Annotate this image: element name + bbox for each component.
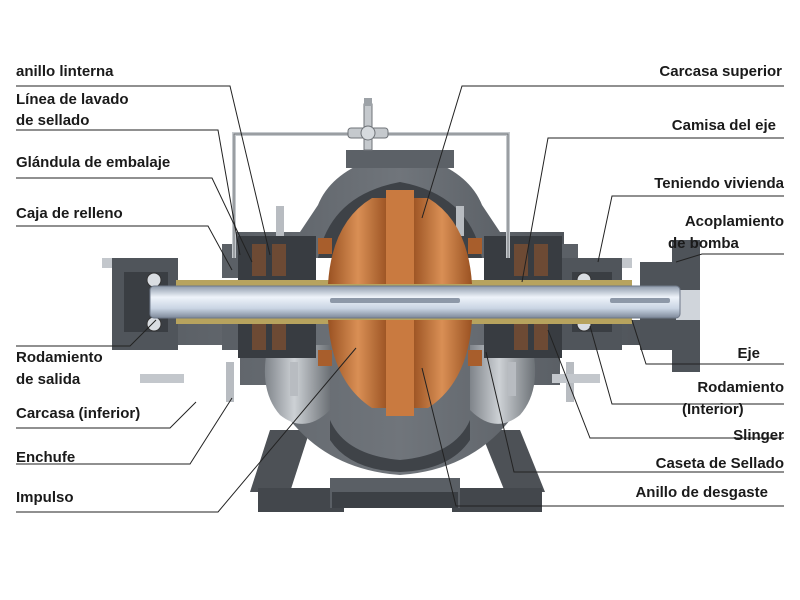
label-carcasa-superior: Carcasa superior [659,63,782,80]
leader-lines [16,85,784,513]
leader-slinger [547,329,784,439]
label-glandula: Glándula de embalaje [16,154,170,171]
leader-eje [631,319,784,365]
leader-rodamiento-interior [589,325,784,405]
label-rodamiento-salida-line2: de salida [16,371,81,388]
label-acoplamiento-line2: de bomba [668,235,739,252]
label-carcasa-inferior: Carcasa (inferior) [16,405,140,422]
flush-line-pipe [232,98,510,258]
label-caja-relleno: Caja de relleno [16,205,123,222]
leader-acoplamiento [675,253,784,263]
label-rodamiento-salida-line1: Rodamiento [16,349,103,366]
label-eje: Eje [737,345,760,362]
label-teniendo-vivienda: Teniendo vivienda [654,175,784,192]
leader-enchufe [16,397,233,465]
leader-camisa-eje [521,137,784,283]
leader-teniendo-vivienda [597,195,784,263]
shaft [149,285,681,319]
leader-impulso [16,347,357,513]
label-linea-lavado-line1: Línea de lavado [16,91,129,108]
label-acoplamiento-line1: Acoplamiento [685,213,784,230]
label-rodamiento-interior-line2: (Interior) [682,401,744,418]
label-rodamiento-interior-line1: Rodamiento [697,379,784,396]
label-impulso: Impulso [16,489,74,506]
leader-rodamiento-salida [16,319,157,347]
label-caseta-sellado: Caseta de Sellado [656,455,784,472]
label-linea-lavado-line2: de sellado [16,112,89,129]
label-anillo-linterna: anillo linterna [16,63,114,80]
leader-linea-lavado [16,129,241,256]
pump-base [250,430,545,512]
leader-caja-relleno [16,225,233,271]
leader-carcasa-superior [421,85,784,219]
leader-carcasa-inferior [16,401,197,429]
left-labels: anillo linterna Línea de lavado de sella… [16,63,170,506]
impeller [318,190,482,416]
leader-anillo-desgaste [421,367,784,507]
leader-glandula [16,177,253,263]
leader-anillo-linterna [16,85,271,256]
label-enchufe: Enchufe [16,449,75,466]
label-anillo-desgaste: Anillo de desgaste [635,484,768,501]
label-slinger: Slinger [733,427,784,444]
label-camisa-eje: Camisa del eje [672,117,776,134]
leader-caseta-sellado [485,351,784,473]
right-labels: Carcasa superior Camisa del eje Teniendo… [635,63,784,501]
